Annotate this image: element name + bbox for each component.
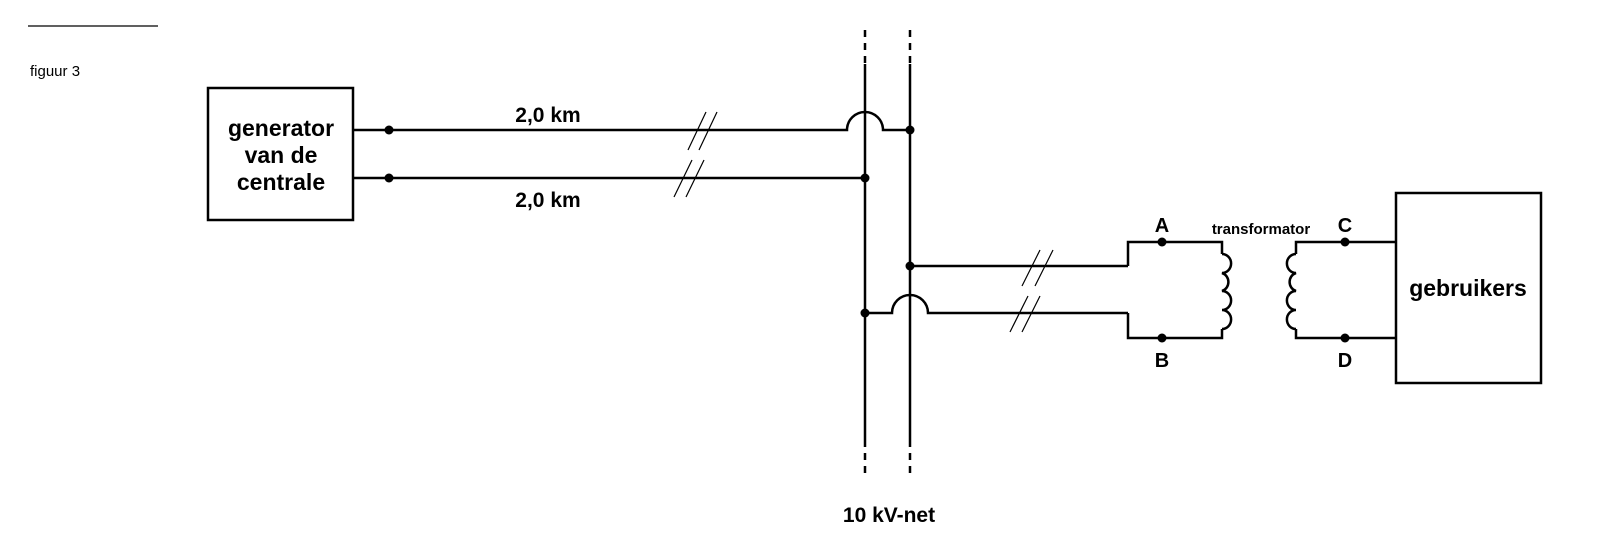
bottom-cable bbox=[353, 159, 870, 198]
junction-dot bbox=[384, 125, 394, 135]
break-mark bbox=[1009, 295, 1029, 333]
network-label: 10 kV-net bbox=[843, 504, 935, 527]
terminal-dot-b bbox=[1157, 333, 1167, 343]
users-label: gebruikers bbox=[1409, 275, 1527, 301]
transformer-label: transformator bbox=[1212, 221, 1311, 238]
terminal-dot-d bbox=[1340, 333, 1350, 343]
bottom-cable-length: 2,0 km bbox=[515, 189, 580, 212]
terminal-dot-a bbox=[1157, 237, 1167, 247]
break-mark bbox=[685, 159, 705, 198]
users-box bbox=[1394, 191, 1543, 385]
secondary-coil bbox=[1285, 252, 1297, 331]
break-mark bbox=[673, 159, 693, 198]
terminal-dot-c bbox=[1340, 237, 1350, 247]
figure-label: figuur 3 bbox=[30, 63, 80, 80]
terminal-label-a: A bbox=[1155, 215, 1169, 237]
break-mark bbox=[1021, 295, 1041, 333]
terminal-label-b: B bbox=[1155, 350, 1169, 372]
break-mark bbox=[1021, 249, 1041, 287]
network-conductors bbox=[863, 30, 912, 478]
top-cable-length: 2,0 km bbox=[515, 104, 580, 127]
break-mark bbox=[1034, 249, 1054, 287]
junction-dot bbox=[860, 308, 870, 318]
generator-label-line1: generator bbox=[228, 115, 334, 141]
terminal-label-d: D bbox=[1338, 350, 1352, 372]
generator-label-line2: van de bbox=[245, 142, 318, 168]
generator-label-line3: centrale bbox=[237, 169, 325, 195]
feeder-lines bbox=[860, 249, 1128, 333]
break-mark bbox=[687, 111, 707, 151]
junction-dot bbox=[384, 173, 394, 183]
primary-coil bbox=[1221, 252, 1233, 331]
top-cable bbox=[353, 110, 915, 151]
break-mark bbox=[698, 111, 718, 151]
transformer-secondary bbox=[1285, 237, 1396, 343]
generator-box bbox=[206, 86, 355, 222]
terminal-label-c: C bbox=[1338, 215, 1352, 237]
junction-dot bbox=[905, 261, 915, 271]
transformer-primary bbox=[1126, 237, 1233, 343]
